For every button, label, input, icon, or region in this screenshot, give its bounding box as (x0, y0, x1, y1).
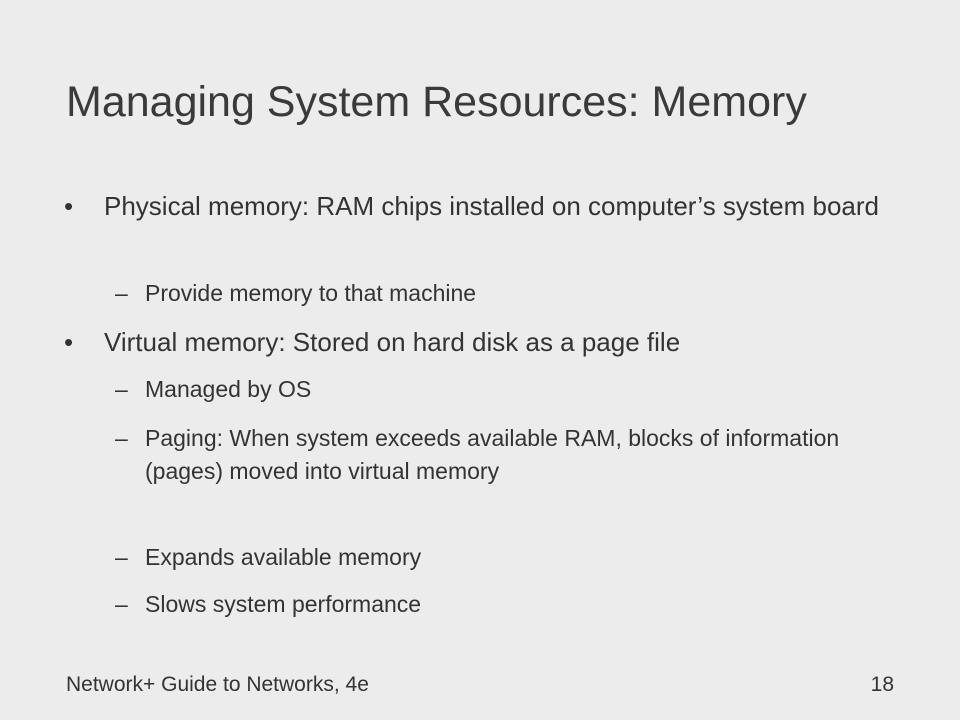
sub-bullet-symbol: – (115, 425, 128, 451)
bullet-symbol: • (64, 191, 74, 221)
sub-bullet-paging: – Paging: When system exceeds available … (115, 422, 865, 488)
sub-bullet-slows-performance: – Slows system performance (115, 588, 865, 621)
sub-bullet-text: Paging: When system exceeds available RA… (145, 425, 840, 484)
bullet-text: Virtual memory: Stored on hard disk as a… (104, 327, 681, 357)
sub-bullet-text: Expands available memory (145, 544, 422, 570)
sub-bullet-text: Managed by OS (145, 376, 312, 402)
slide-title: Managing System Resources: Memory (66, 78, 807, 126)
bullet-text: Physical memory: RAM chips installed on … (104, 191, 879, 221)
bullet-symbol: • (64, 327, 74, 357)
sub-bullet-symbol: – (115, 591, 128, 617)
sub-bullet-symbol: – (115, 280, 128, 306)
sub-bullet-symbol: – (115, 544, 128, 570)
footer-page-number: 18 (870, 673, 894, 696)
sub-bullet-text: Slows system performance (145, 591, 422, 617)
sub-bullet-provide-memory: – Provide memory to that machine (115, 277, 865, 310)
sub-bullet-expands-memory: – Expands available memory (115, 541, 865, 574)
footer-book-title: Network+ Guide to Networks, 4e (66, 673, 369, 696)
sub-bullet-managed-by-os: – Managed by OS (115, 373, 865, 406)
sub-bullet-symbol: – (115, 376, 128, 402)
sub-bullet-text: Provide memory to that machine (145, 280, 477, 306)
bullet-virtual-memory: • Virtual memory: Stored on hard disk as… (64, 324, 884, 360)
bullet-physical-memory: • Physical memory: RAM chips installed o… (64, 188, 884, 224)
